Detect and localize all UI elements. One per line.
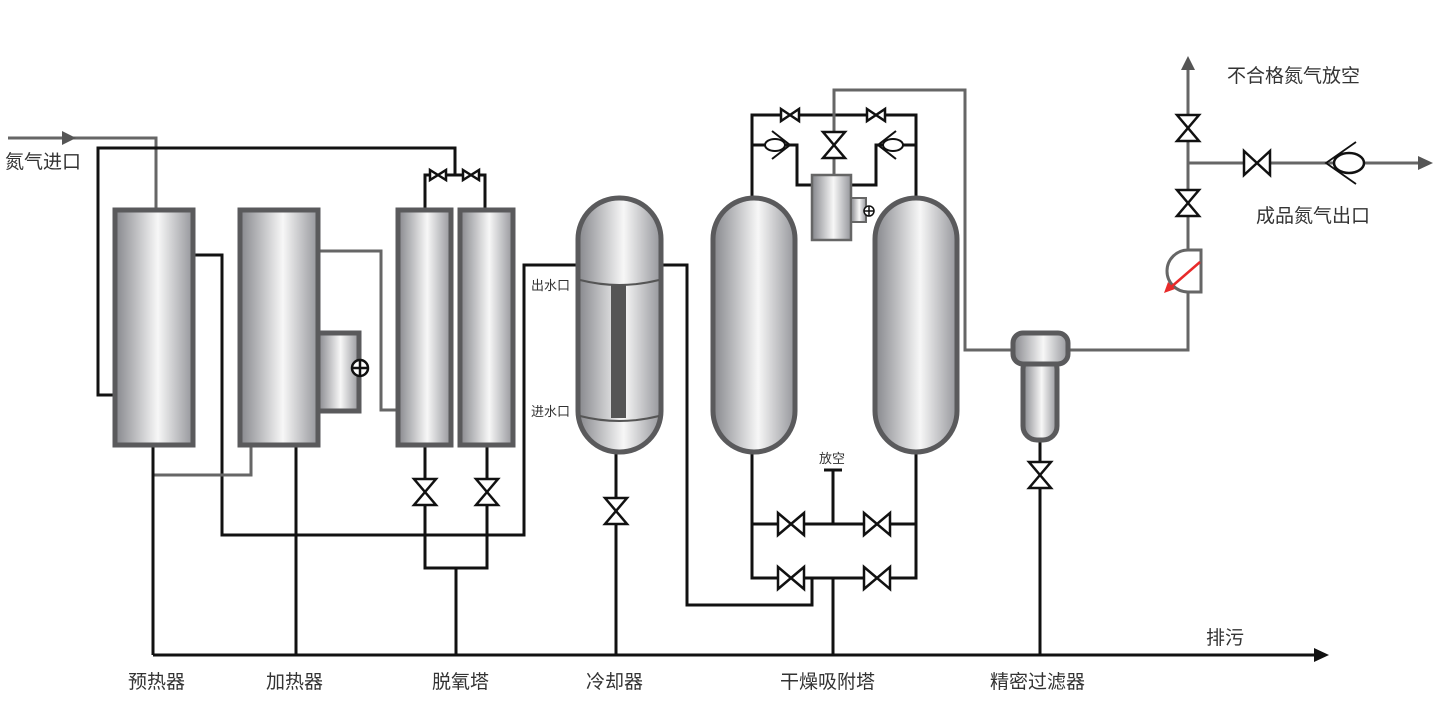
pipe-heater-bottom [153,445,253,477]
valve-deox-top-2[interactable] [461,167,481,183]
equipment-label-filter: 精密过滤器 [990,671,1085,693]
valve-vent[interactable] [1174,113,1202,143]
valve-dryer-vent-left[interactable] [776,510,806,538]
valve-dryer-top-left[interactable] [779,106,801,124]
inlet-label: 氮气进口 [5,151,81,173]
valve-main[interactable] [1174,188,1202,218]
inlet-pipe [8,131,158,210]
equipment-label-preheater: 预热器 [128,671,185,693]
heater-vessel [237,207,321,448]
valve-dryer-inlet-left[interactable] [776,564,806,592]
check-valve-left[interactable] [764,130,792,160]
dryer-tower-left [710,195,798,455]
inlet-arrow-icon [62,131,76,145]
valve-deox-top-1[interactable] [428,167,448,183]
water-in-label: 进水口 [531,405,570,420]
pipe-cooling-water-in [193,253,578,537]
pipe-outlet [1068,62,1420,352]
dryer-heater-vessel [810,173,853,242]
deoxidizer-tower-2 [457,207,516,448]
equipment-label-cooler: 冷却器 [586,671,643,693]
heater-plus-icon [350,358,370,378]
valve-deox-drain-1[interactable] [411,477,439,507]
pipe-deox-top [423,173,487,210]
pipe-deox-drain [423,445,489,655]
deoxidizer-tower-1 [395,207,454,448]
valve-dryer-top-right[interactable] [865,106,887,124]
equipment-label-heater: 加热器 [266,671,323,693]
dryer-tower-right [872,195,960,455]
preheater-vessel [112,207,196,448]
valve-product-outlet[interactable] [1242,148,1272,178]
vent-arrow-icon [1181,56,1195,70]
equipment-label-deoxidizer: 脱氧塔 [432,671,489,693]
pipe-dryer-bottom [750,452,918,655]
check-valve-right[interactable] [876,130,904,160]
drain-arrow-icon [1314,648,1329,662]
vent-unqualified-label: 不合格氮气放空 [1227,65,1360,87]
valve-deox-drain-2[interactable] [473,477,501,507]
filter-vessel [1010,330,1071,443]
vent-label: 放空 [819,452,845,467]
outlet-arrow-icon [1418,156,1433,170]
valve-dryer-inlet-right[interactable] [862,564,892,592]
product-outlet-label: 成品氮气出口 [1256,205,1370,227]
pipe-preheater-to-deox [96,146,457,397]
valve-filter-drain[interactable] [1026,460,1054,490]
dryer-heater-plus-icon [863,205,875,217]
pressure-gauge-icon [1164,248,1203,294]
pipe-dryer-to-filter [832,88,1013,352]
valve-dryer-vent-right[interactable] [862,510,892,538]
check-valve-outlet[interactable] [1324,141,1366,185]
pipe-heater-to-deox [318,249,398,412]
pipe-cooler-to-dryer [661,263,814,607]
drain-label: 排污 [1206,627,1244,649]
water-out-label: 出水口 [531,279,570,294]
valve-regen[interactable] [820,130,848,160]
cooler-vessel [575,195,664,455]
valve-cooler-drain[interactable] [602,496,630,526]
equipment-label-dryer: 干燥吸附塔 [780,671,875,693]
